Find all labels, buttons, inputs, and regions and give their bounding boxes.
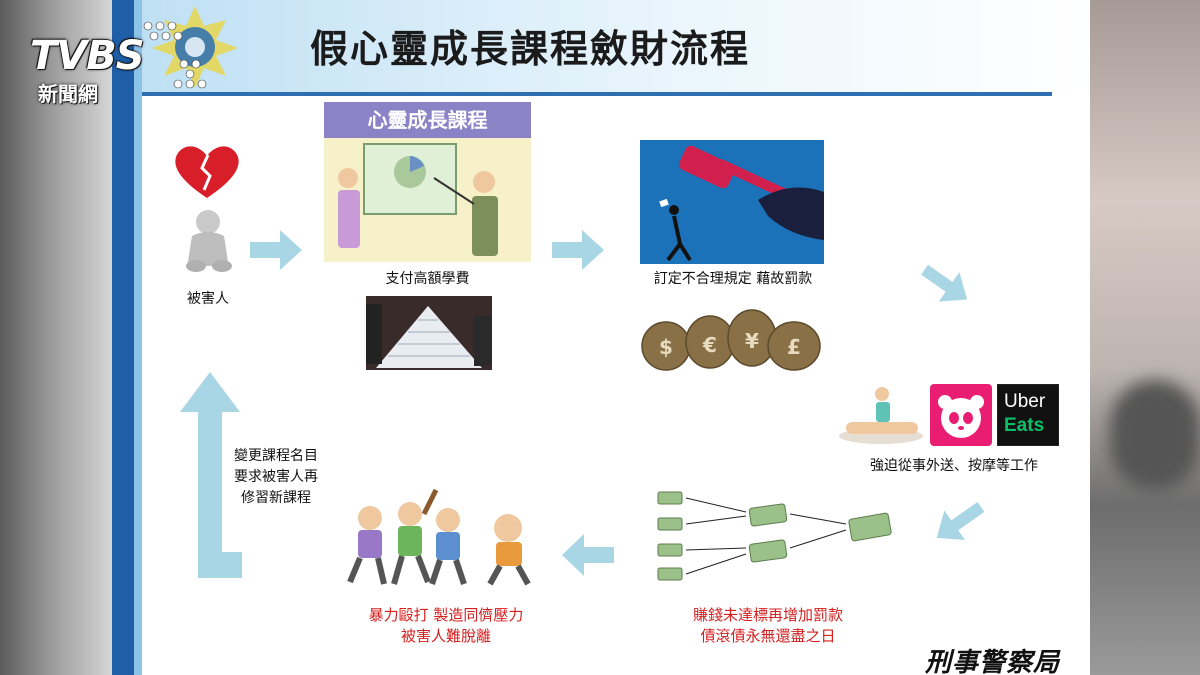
- svg-text:£: £: [787, 335, 801, 359]
- svg-text:€: €: [702, 333, 717, 357]
- uber-text: Uber: [1004, 391, 1046, 412]
- arrow-up-loop-icon: [180, 372, 242, 578]
- logo-sub: 新聞網: [38, 82, 98, 106]
- course-illustration: [324, 138, 531, 262]
- step-work-label: 強迫從事外送、按摩等工作: [870, 458, 1038, 474]
- slide-accent-bar-light: [134, 0, 142, 675]
- step-pay-label: 支付高額學費: [385, 271, 470, 287]
- step-rename-label-3: 修習新課程: [241, 490, 311, 506]
- step-debt-label-1: 賺錢未達標再增加罰款: [692, 606, 843, 624]
- logo-brand: TVBS: [30, 33, 145, 79]
- step-rules-label: 訂定不合理規定 藉故罰款: [653, 271, 813, 287]
- violence-illustration: [347, 488, 531, 586]
- arrow-right-icon: [250, 230, 302, 270]
- arrow-down-left-icon: [936, 502, 985, 541]
- blurred-background-right: [1090, 0, 1200, 675]
- massage-illustration: [839, 387, 923, 444]
- arrow-down-right-icon: [921, 264, 968, 302]
- flying-money-illustration: [657, 491, 892, 581]
- blurred-background-left: [0, 0, 112, 675]
- course-header: 心靈成長課程: [324, 102, 531, 138]
- cib-logo: 刑事警察局: [925, 648, 1061, 675]
- arrow-right-icon: [552, 230, 604, 270]
- foodpanda-logo-icon: [930, 384, 992, 446]
- svg-text:¥: ¥: [745, 329, 759, 353]
- header-divider: [142, 92, 1052, 96]
- slide-accent-bar: [112, 0, 134, 675]
- step-rename-label-2: 要求被害人再: [234, 469, 318, 485]
- step-rename-label-1: 變更課程名目: [234, 448, 318, 464]
- eats-text: Eats: [1004, 415, 1045, 436]
- arrow-left-icon: [562, 534, 614, 576]
- logo-dots-icon: [143, 21, 207, 89]
- svg-text:$: $: [659, 335, 673, 359]
- gavel-illustration: [640, 140, 824, 264]
- header-band: [142, 0, 1090, 92]
- victim-illustration: [175, 146, 239, 272]
- page-title: 假心靈成長課程斂財流程: [309, 27, 750, 71]
- uber-eats-logo: Uber Eats: [997, 384, 1059, 446]
- money-bags-illustration: $ € ¥ £: [641, 309, 821, 371]
- step-violence-label-2: 被害人難脫離: [400, 627, 491, 645]
- slide: [112, 0, 1090, 675]
- cash-pile-illustration: [366, 296, 492, 370]
- tvbs-logo: TVBS 新聞網: [30, 21, 207, 107]
- step-debt-label-2: 債滾債永無還盡之日: [700, 627, 836, 645]
- step-violence-label-1: 暴力毆打 製造同儕壓力: [368, 606, 524, 624]
- step-victim-label: 被害人: [187, 291, 229, 307]
